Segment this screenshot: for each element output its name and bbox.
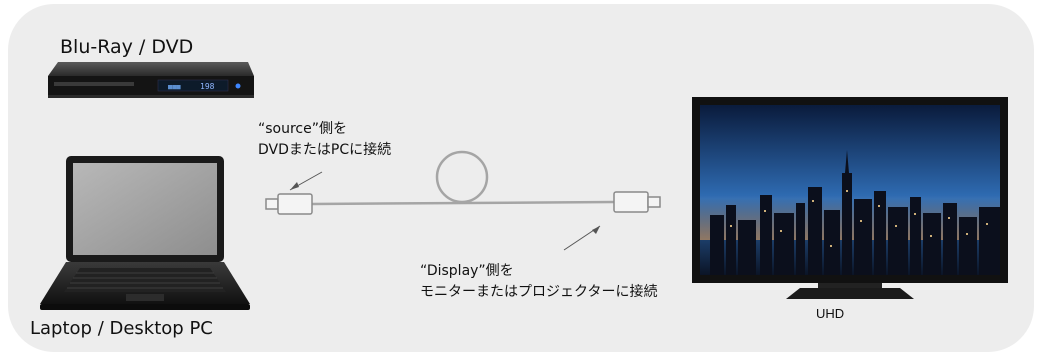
source-note: “source”側を DVDまたはPCに接続 — [258, 119, 391, 161]
source-pointer-arrow-icon — [290, 182, 299, 190]
laptop-icon — [40, 156, 250, 310]
source-note-line-2: DVDまたはPCに接続 — [258, 142, 392, 158]
laptop-label: Laptop / Desktop PC — [30, 318, 213, 339]
bluray-player-icon: ■■■ 198 — [48, 62, 254, 98]
display-note: “Display”側を モニターまたはプロジェクターに接続 — [420, 261, 657, 303]
display-note-line-2: モニターまたはプロジェクターに接続 — [420, 284, 658, 300]
source-connector-icon — [265, 193, 313, 215]
display-note-line-1: “Display”側を — [420, 263, 514, 279]
display-connector-icon — [613, 191, 661, 213]
uhd-label: UHD — [816, 306, 845, 321]
uhd-tv-icon — [692, 97, 1008, 299]
player-display-right: 198 — [200, 82, 215, 91]
player-display-left: ■■■ — [168, 83, 181, 91]
bluray-label: Blu-Ray / DVD — [60, 36, 194, 58]
cable-coil — [435, 150, 489, 204]
source-note-line-1: “source”側を — [258, 121, 347, 137]
display-pointer-arrow-icon — [592, 226, 600, 234]
